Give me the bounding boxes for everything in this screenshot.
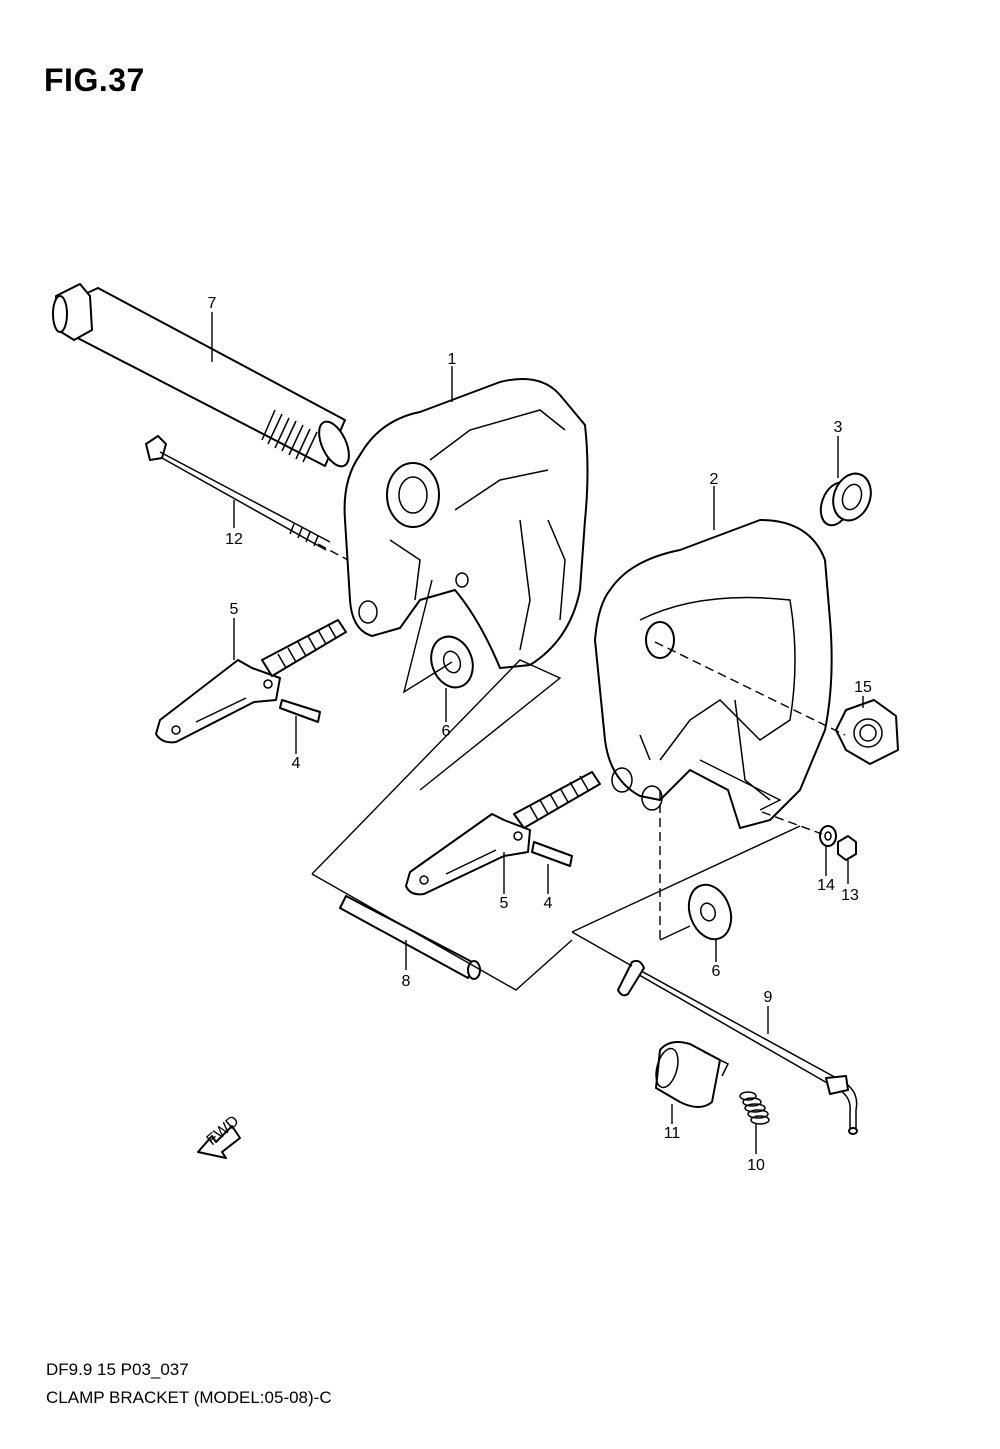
callout-11: 11: [664, 1125, 681, 1142]
callout-7: 7: [208, 295, 217, 312]
callout-4-upper: 4: [292, 755, 301, 772]
part-15-nut[interactable]: [835, 699, 899, 765]
part-7-tube[interactable]: [52, 283, 355, 471]
callout-leaders: [211, 312, 864, 1154]
part-8-rod[interactable]: [339, 895, 481, 980]
callout-13: 13: [841, 887, 859, 904]
part-6-pad-lower[interactable]: [682, 879, 739, 945]
part-14-washer[interactable]: [819, 825, 837, 847]
part-12-bolt[interactable]: [145, 435, 331, 551]
callout-14: 14: [817, 877, 835, 894]
callout-3: 3: [834, 419, 843, 436]
callout-8: 8: [402, 973, 411, 990]
part-5-clamp-screw-lower[interactable]: [405, 771, 601, 896]
callout-labels: 7 1 3 2 12 5 15 6 4 14 13 5 4 6 8 9 11 1…: [208, 295, 872, 1174]
part-11-collar[interactable]: [652, 1041, 730, 1108]
callout-6-lower: 6: [712, 963, 721, 980]
part-4-set-screw-lower[interactable]: [531, 841, 573, 867]
callout-4-lower: 4: [544, 895, 553, 912]
callout-12: 12: [225, 531, 243, 548]
callout-5-upper: 5: [230, 601, 239, 618]
part-1-clamp-bracket-left[interactable]: [343, 378, 589, 669]
assembly-lines: [311, 543, 846, 991]
part-13-nut[interactable]: [837, 835, 857, 861]
part-3-bushing[interactable]: [815, 468, 877, 529]
part-4-set-screw-upper[interactable]: [279, 699, 321, 723]
diagram-code: DF9.9 15 P03_037: [46, 1360, 189, 1379]
part-2-clamp-bracket-right[interactable]: [594, 519, 833, 829]
callout-10: 10: [747, 1157, 765, 1174]
callout-1: 1: [448, 351, 457, 368]
callout-15: 15: [854, 679, 872, 696]
part-9-lever-rod[interactable]: [617, 959, 858, 1135]
callout-6-upper: 6: [442, 723, 451, 740]
callout-2: 2: [710, 471, 719, 488]
diagram-caption: CLAMP BRACKET (MODEL:05-08)-C: [46, 1388, 332, 1407]
callout-9: 9: [764, 989, 773, 1006]
part-5-clamp-screw-upper[interactable]: [155, 619, 347, 744]
part-10-spring[interactable]: [739, 1091, 770, 1125]
figure-title: FIG.37: [44, 62, 145, 98]
callout-5-lower: 5: [500, 895, 509, 912]
fwd-arrow-icon: FWD: [197, 1113, 242, 1159]
